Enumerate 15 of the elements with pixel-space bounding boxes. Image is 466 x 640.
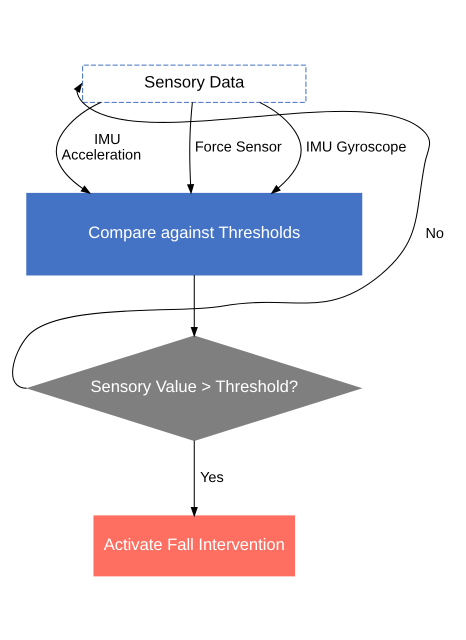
node-box: Compare against Thresholds (26, 192, 362, 276)
edge-label: Yes (200, 469, 224, 486)
arrow (186, 102, 194, 194)
arrow (190, 274, 198, 337)
node-box: Activate Fall Intervention (93, 514, 296, 576)
node-box: Sensory Data (82, 64, 306, 102)
arrow (260, 101, 302, 194)
arrow (12, 82, 430, 388)
arrow (56, 101, 102, 194)
node-diamond: Sensory Value > Threshold? (26, 334, 362, 440)
edge-label: IMU Acceleration (62, 131, 142, 163)
edge-label: Force Sensor (194, 139, 282, 156)
edge-label: IMU Gyroscope (306, 139, 406, 156)
arrow (190, 440, 198, 517)
edge-label: No (425, 226, 444, 242)
